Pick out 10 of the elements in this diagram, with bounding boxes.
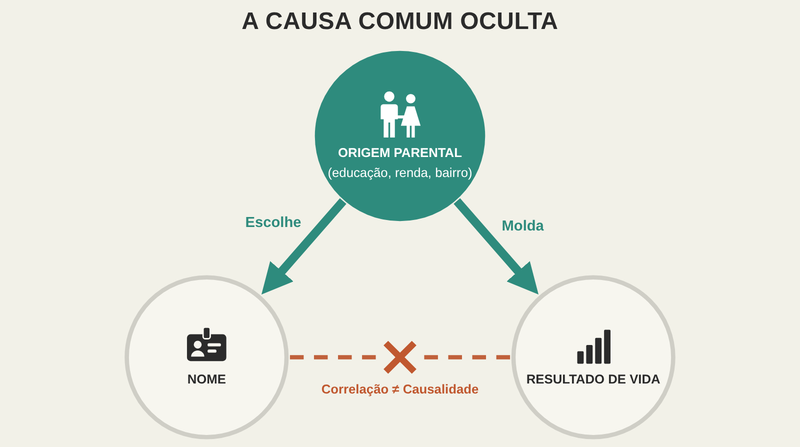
arrow [454,198,539,295]
dashed-line [290,355,378,360]
node-label: RESULTADO DE VIDA [526,372,660,388]
arrow [261,198,346,295]
node-sublabel: (educação, renda, bairro) [328,165,472,180]
node-caption: Correlação ≠ Causalidade [321,382,479,397]
node-label: NOME [187,372,226,388]
node-label: ORIGEM PARENTAL [338,146,462,160]
dashed-line [422,355,510,360]
title: A CAUSA COMUM OCULTA [242,8,558,36]
